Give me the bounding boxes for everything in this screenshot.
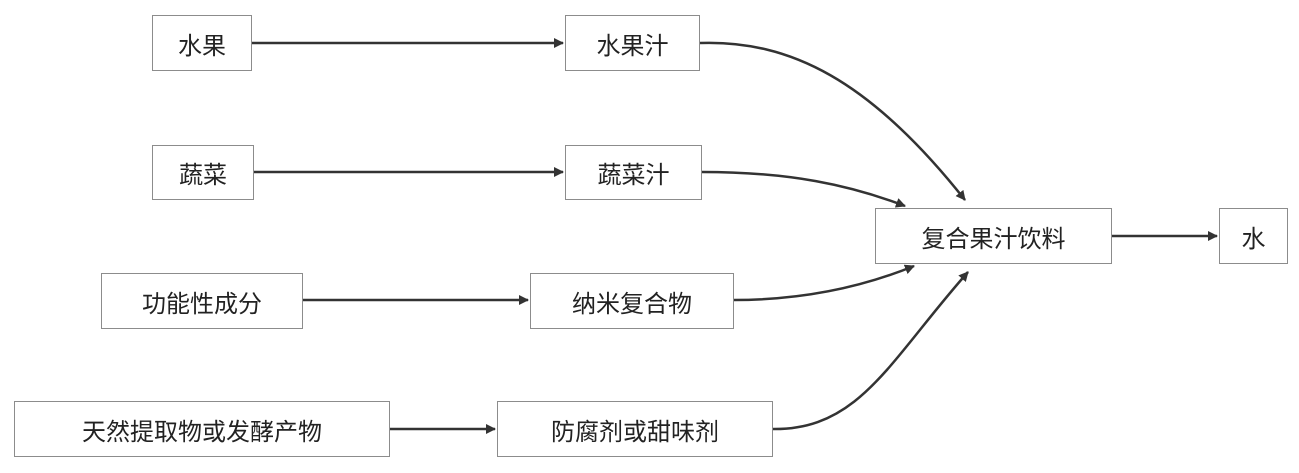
edge-preservative-to-compound	[772, 271, 969, 431]
node-preservative-sweetener: 防腐剂或甜味剂	[497, 401, 773, 457]
edge-vegetable-juice-to-compound	[701, 170, 906, 208]
edge-fruit-juice-to-compound	[699, 41, 966, 201]
node-natural-extract: 天然提取物或发酵产物	[14, 401, 390, 457]
node-fruit: 水果	[152, 15, 252, 71]
node-nano-composite: 纳米复合物	[530, 273, 734, 329]
node-functional-ingredient: 功能性成分	[101, 273, 303, 329]
node-vegetable-juice: 蔬菜汁	[565, 145, 702, 200]
node-water: 水	[1219, 208, 1288, 264]
node-compound-juice-drink: 复合果汁饮料	[875, 208, 1112, 264]
node-vegetable: 蔬菜	[152, 145, 254, 200]
edge-nano-to-compound	[733, 264, 915, 302]
node-fruit-juice: 水果汁	[565, 15, 700, 71]
